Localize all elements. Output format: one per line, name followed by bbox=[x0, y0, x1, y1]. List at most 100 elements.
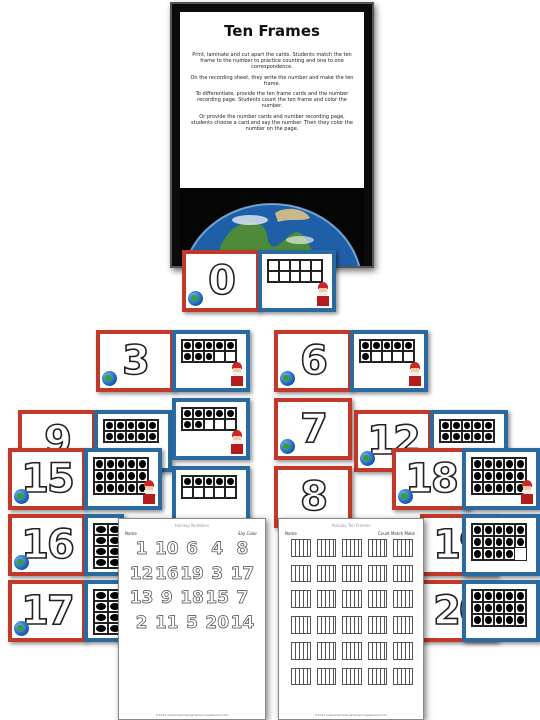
worksheet-number: 9 bbox=[160, 588, 174, 609]
worksheet-number: 17 bbox=[230, 563, 255, 584]
blank-ten-frame bbox=[342, 564, 362, 583]
card-number: 15 bbox=[20, 455, 75, 503]
santa-icon bbox=[142, 480, 156, 504]
card-number: 17 bbox=[20, 587, 75, 635]
number-grid: 1 10 6 4 8 12 16 19 3 17 13 9 18 15 7 2 … bbox=[129, 539, 255, 711]
tenframe-card bbox=[462, 580, 540, 642]
tenframe-card bbox=[172, 398, 250, 460]
blank-ten-frame bbox=[291, 616, 311, 634]
worksheet-number: 2 bbox=[135, 612, 148, 633]
blank-ten-frame bbox=[291, 564, 311, 583]
card-number: 16 bbox=[20, 521, 75, 569]
columns-label: Count Match Make bbox=[377, 531, 415, 536]
blank-ten-frame bbox=[393, 641, 413, 660]
ten-frame bbox=[93, 457, 149, 495]
tenframe-card bbox=[84, 448, 162, 510]
blank-ten-frame bbox=[316, 539, 337, 557]
poster-title: Ten Frames bbox=[224, 22, 320, 40]
ten-frame bbox=[181, 407, 237, 431]
worksheet-footer: ©2017 www.thekindergartensmorgasboard.co… bbox=[155, 713, 229, 717]
worksheet-title: Holiday Ten Frames bbox=[331, 523, 371, 528]
worksheet-number: 7 bbox=[236, 588, 249, 609]
blank-ten-frame bbox=[316, 564, 337, 583]
blank-ten-frame bbox=[316, 641, 337, 660]
blank-ten-frame bbox=[367, 616, 388, 634]
blank-ten-frame bbox=[367, 641, 388, 660]
number-card: 17 bbox=[8, 580, 86, 642]
poster-instructions: Print, laminate and cut apart the cards.… bbox=[190, 52, 354, 136]
blank-ten-frame bbox=[342, 667, 362, 686]
ten-frame bbox=[471, 457, 527, 495]
tenframe-card bbox=[172, 330, 250, 392]
tenframe-card bbox=[172, 466, 250, 528]
numbers-worksheet: Holiday Numbers Name Say Color 1 10 6 4 … bbox=[118, 518, 266, 720]
ten-frame bbox=[181, 339, 237, 363]
instruction-paragraph: Or provide the number cards and number r… bbox=[191, 113, 353, 133]
blank-ten-frame bbox=[393, 564, 413, 583]
earth-icon bbox=[188, 291, 203, 306]
card-number: 0 bbox=[207, 257, 236, 305]
earth-icon bbox=[280, 371, 295, 386]
card-number: 18 bbox=[404, 455, 459, 503]
columns-label: Say Color bbox=[237, 531, 257, 536]
worksheet-number: 19 bbox=[180, 563, 204, 584]
worksheet-number: 12 bbox=[129, 563, 154, 584]
instruction-paragraph: To differentiate, provide the ten frame … bbox=[195, 91, 349, 110]
number-card: 6 bbox=[274, 330, 352, 392]
worksheet-number: 18 bbox=[180, 588, 204, 609]
instruction-poster: Ten Frames Print, laminate and cut apart… bbox=[170, 2, 374, 268]
blank-ten-frame bbox=[393, 667, 413, 686]
card-number: 7 bbox=[299, 405, 328, 453]
number-card: 7 bbox=[274, 398, 352, 460]
worksheet-number: 1 bbox=[135, 539, 148, 560]
number-card: 16 bbox=[8, 514, 86, 576]
ten-frame bbox=[267, 259, 323, 283]
ten-frame bbox=[103, 419, 159, 443]
ten-frame bbox=[471, 589, 527, 627]
name-label: Name bbox=[285, 531, 297, 536]
blank-ten-frame bbox=[367, 539, 388, 557]
ten-frame bbox=[181, 475, 237, 499]
poster-text-panel: Ten Frames Print, laminate and cut apart… bbox=[180, 12, 364, 192]
blank-ten-frame bbox=[342, 539, 362, 557]
blank-ten-frame bbox=[393, 539, 413, 557]
blank-ten-frame bbox=[393, 616, 413, 634]
blank-ten-frame bbox=[316, 590, 337, 609]
worksheet-title: Holiday Numbers bbox=[174, 523, 210, 528]
card-number: 6 bbox=[299, 337, 328, 385]
card-number: 3 bbox=[121, 337, 150, 385]
worksheet-number: 5 bbox=[186, 612, 199, 633]
blank-ten-frame bbox=[342, 641, 362, 660]
worksheet-number: 13 bbox=[129, 588, 154, 609]
blank-ten-frame bbox=[291, 667, 311, 686]
number-card: 3 bbox=[96, 330, 174, 392]
worksheet-number: 8 bbox=[236, 539, 249, 560]
blank-ten-frame bbox=[291, 590, 311, 609]
instruction-paragraph: On the recording sheet, they write the n… bbox=[190, 74, 354, 87]
tenframe-card bbox=[462, 448, 540, 510]
tenframe-card bbox=[258, 250, 336, 312]
earth-icon bbox=[14, 621, 29, 636]
worksheet-number: 4 bbox=[211, 539, 224, 560]
card-number: 8 bbox=[299, 473, 328, 521]
earth-icon bbox=[102, 371, 117, 386]
tenframe-grid bbox=[291, 539, 413, 711]
worksheet-number: 16 bbox=[154, 563, 179, 584]
worksheet-number: 10 bbox=[154, 539, 179, 560]
blank-ten-frame bbox=[367, 667, 388, 686]
worksheet-footer: ©2017 www.thekindergartensmorgasboard.co… bbox=[314, 713, 388, 717]
worksheet-number: 3 bbox=[211, 563, 224, 584]
number-card: 15 bbox=[8, 448, 86, 510]
tenframes-worksheet: Holiday Ten Frames Name Count Match Make… bbox=[278, 518, 424, 720]
worksheet-number: 14 bbox=[230, 612, 255, 633]
instruction-paragraph: Print, laminate and cut apart the cards.… bbox=[192, 52, 352, 71]
blank-ten-frame bbox=[342, 616, 362, 634]
blank-ten-frame bbox=[367, 564, 388, 583]
number-card: 8 bbox=[274, 466, 352, 528]
blank-ten-frame bbox=[316, 667, 337, 686]
earth-icon bbox=[14, 555, 29, 570]
earth-icon bbox=[280, 439, 295, 454]
ten-frame bbox=[359, 339, 415, 363]
tenframe-card bbox=[350, 330, 428, 392]
worksheet-number: 11 bbox=[154, 612, 179, 633]
